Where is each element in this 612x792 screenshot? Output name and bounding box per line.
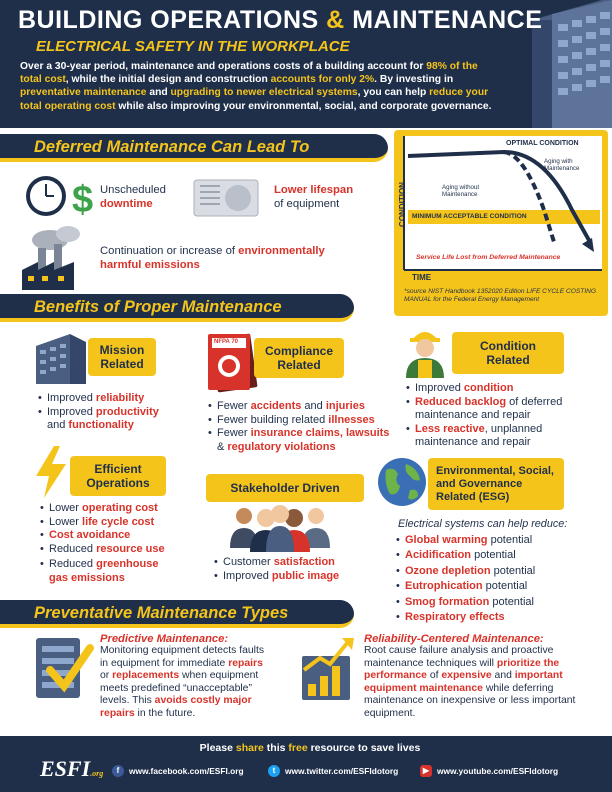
deferred-item-emissions: Continuation or increase of environmenta… — [100, 245, 325, 271]
chart-aging-without-label: Aging without Maintenance — [442, 184, 480, 198]
list-item: Global warming potential — [396, 533, 596, 549]
page-title: BUILDING OPERATIONS & MAINTENANCE — [18, 6, 543, 34]
intro-segment: preventative maintenance — [20, 87, 147, 99]
predictive-title: Predictive Maintenance: — [100, 633, 229, 645]
intro-segment: and — [146, 87, 171, 99]
code-book-label: NFPA 70 — [214, 339, 239, 345]
list-item: Respiratory effects — [396, 610, 596, 626]
list-item: Eutrophication potential — [396, 579, 596, 595]
chart-minimum-label: MINIMUM ACCEPTABLE CONDITION — [412, 213, 527, 220]
list-item: Fewer building related illnesses — [208, 414, 394, 428]
youtube-link[interactable]: ▶www.youtube.com/ESFIdotorg — [420, 765, 558, 777]
list-item: Acidification potential — [396, 548, 596, 564]
chart-source-note: *source NIST Handbook 1352020 Edition LI… — [404, 288, 597, 304]
lightning-icon — [36, 446, 66, 498]
list-item: Lower life cycle cost — [40, 516, 200, 530]
efficient-list: Lower operating cost Lower life cycle co… — [40, 502, 200, 586]
benefits-heading: Benefits of Proper Maintenance — [34, 298, 282, 316]
mission-list: Improved reliability Improved productivi… — [38, 392, 198, 433]
intro-paragraph: Over a 30-year period, maintenance and o… — [20, 60, 492, 113]
share-message: Please share this free resource to save … — [190, 738, 430, 758]
building-illustration — [532, 0, 612, 128]
list-item: Lower operating cost — [40, 502, 200, 516]
clock-money-icon: $ — [26, 176, 93, 220]
chart-x-label: TIME — [412, 273, 432, 282]
youtube-icon: ▶ — [420, 765, 432, 777]
chart-curve-without-maintenance — [503, 150, 556, 243]
twitter-icon: t — [268, 765, 280, 777]
list-item: Fewer insurance claims, lawsuits& regula… — [208, 427, 394, 454]
checklist-check-icon — [36, 638, 94, 698]
list-item: Fewer accidents and injuries — [208, 400, 394, 414]
esfi-logo: ESFI.org — [40, 756, 104, 781]
svg-text:$: $ — [72, 179, 93, 220]
list-item: Reduced resource use — [40, 543, 200, 557]
list-item: Improved public image — [214, 570, 384, 584]
growth-chart-icon — [302, 638, 354, 700]
chart-optimal-label: OPTIMAL CONDITION — [506, 140, 579, 147]
people-group-icon — [230, 505, 330, 552]
compliance-list: Fewer accidents and injuries Fewer build… — [208, 400, 394, 454]
deferred-heading-banner: Deferred Maintenance Can Lead To — [0, 134, 388, 162]
benefits-heading-banner: Benefits of Proper Maintenance — [0, 294, 354, 322]
intro-segment: 98% of the total cost — [20, 61, 478, 86]
list-item: Improved reliability — [38, 392, 198, 406]
intro-segment: reduce your total operating cost — [20, 87, 489, 112]
reliability-title: Reliability-Centered Maintenance: — [364, 633, 544, 645]
predictive-text: Monitoring equipment detects faults in e… — [100, 645, 265, 719]
intro-segment: upgrading to newer electrical systems — [170, 87, 358, 99]
types-heading: Preventative Maintenance Types — [34, 604, 289, 622]
deferred-heading: Deferred Maintenance Can Lead To — [34, 138, 310, 156]
types-heading-banner: Preventative Maintenance Types — [0, 600, 354, 628]
list-item: Cost avoidance — [40, 529, 200, 543]
chart-aging-with-label: Aging with Maintenance — [544, 158, 580, 172]
intro-segment: accounts for only 2% — [270, 74, 375, 86]
facebook-icon: f — [112, 765, 124, 777]
list-item: Customer satisfaction — [214, 556, 384, 570]
reliability-block: Reliability-Centered Maintenance: Root c… — [364, 633, 576, 721]
chart-service-life-label: Service Life Lost from Deferred Maintena… — [416, 254, 561, 261]
esg-list: Global warming potentialAcidification po… — [396, 533, 596, 626]
intro-segment: Over a 30-year period, maintenance and o… — [20, 61, 427, 72]
intro-segment: . By investing in — [374, 74, 454, 86]
page-subtitle: ELECTRICAL SAFETY IN THE WORKPLACE — [36, 38, 350, 55]
esg-intro: Electrical systems can help reduce: — [398, 518, 568, 530]
worker-icon — [406, 332, 444, 378]
stakeholder-list: Customer satisfaction Improved public im… — [214, 556, 384, 583]
code-book-icon — [208, 333, 258, 393]
chart-minimum-band — [408, 210, 600, 224]
list-item: Smog formation potential — [396, 595, 596, 611]
chart-y-label: CONDITION — [397, 182, 407, 227]
intro-segment: while also improving your environmental,… — [115, 100, 492, 112]
predictive-block: Predictive Maintenance: Monitoring equip… — [100, 633, 268, 721]
condition-list: Improved condition Reduced backlog of de… — [406, 382, 606, 450]
intro-segment: , while the initial design and construct… — [65, 74, 271, 86]
list-item: Ozone depletion potential — [396, 564, 596, 580]
reliability-text: Root cause failure analysis and proactiv… — [364, 645, 576, 719]
intro-segment: , you can help — [357, 87, 430, 99]
condition-chart: OPTIMAL CONDITION Aging with Maintenance… — [394, 130, 608, 316]
stakeholder-driven-box: Stakeholder Driven — [206, 474, 364, 502]
list-item: Improved condition — [406, 382, 606, 396]
factory-emissions-icon — [22, 226, 80, 290]
office-building-icon — [36, 334, 86, 384]
header-band — [0, 0, 612, 128]
globe-icon — [378, 458, 426, 506]
ac-unit-icon — [193, 179, 259, 217]
